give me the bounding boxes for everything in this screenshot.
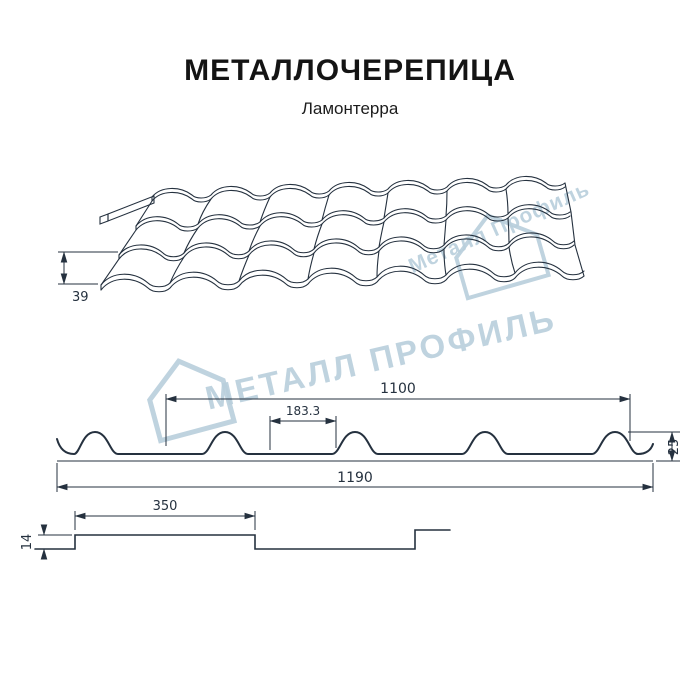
dim-25-label: 25 — [667, 439, 682, 456]
metall-profil-house-icon — [147, 358, 238, 444]
metall-profil-house-icon — [454, 213, 552, 301]
dim-350: 350 — [74, 499, 256, 530]
ridge-batten — [99, 195, 155, 225]
dim-1190: 1190 — [56, 463, 654, 492]
dim-183-label: 183.3 — [286, 404, 320, 418]
dim-39: 39 — [58, 251, 118, 305]
roof-3d-drawing: 39 — [58, 175, 585, 305]
dim-350-label: 350 — [153, 499, 178, 514]
step-profile-drawing: 350 14 — [20, 499, 451, 560]
dim-1100-label: 1100 — [380, 381, 416, 397]
dim-1190-label: 1190 — [337, 470, 373, 486]
tile-channel-lines — [169, 188, 516, 284]
dim-14: 14 — [20, 524, 72, 560]
dim-25: 25 — [628, 431, 682, 462]
dim-14-label: 14 — [20, 534, 35, 551]
dim-1100: 1100 — [165, 381, 631, 446]
page-title: МЕТАЛЛОЧЕРЕПИЦА — [184, 54, 516, 87]
page-subtitle: Ламонтерра — [301, 99, 399, 118]
dim-39-label: 39 — [72, 290, 89, 305]
dim-183: 183.3 — [269, 404, 337, 450]
cross-section-drawing: 1100 183.3 25 1190 — [56, 381, 682, 492]
